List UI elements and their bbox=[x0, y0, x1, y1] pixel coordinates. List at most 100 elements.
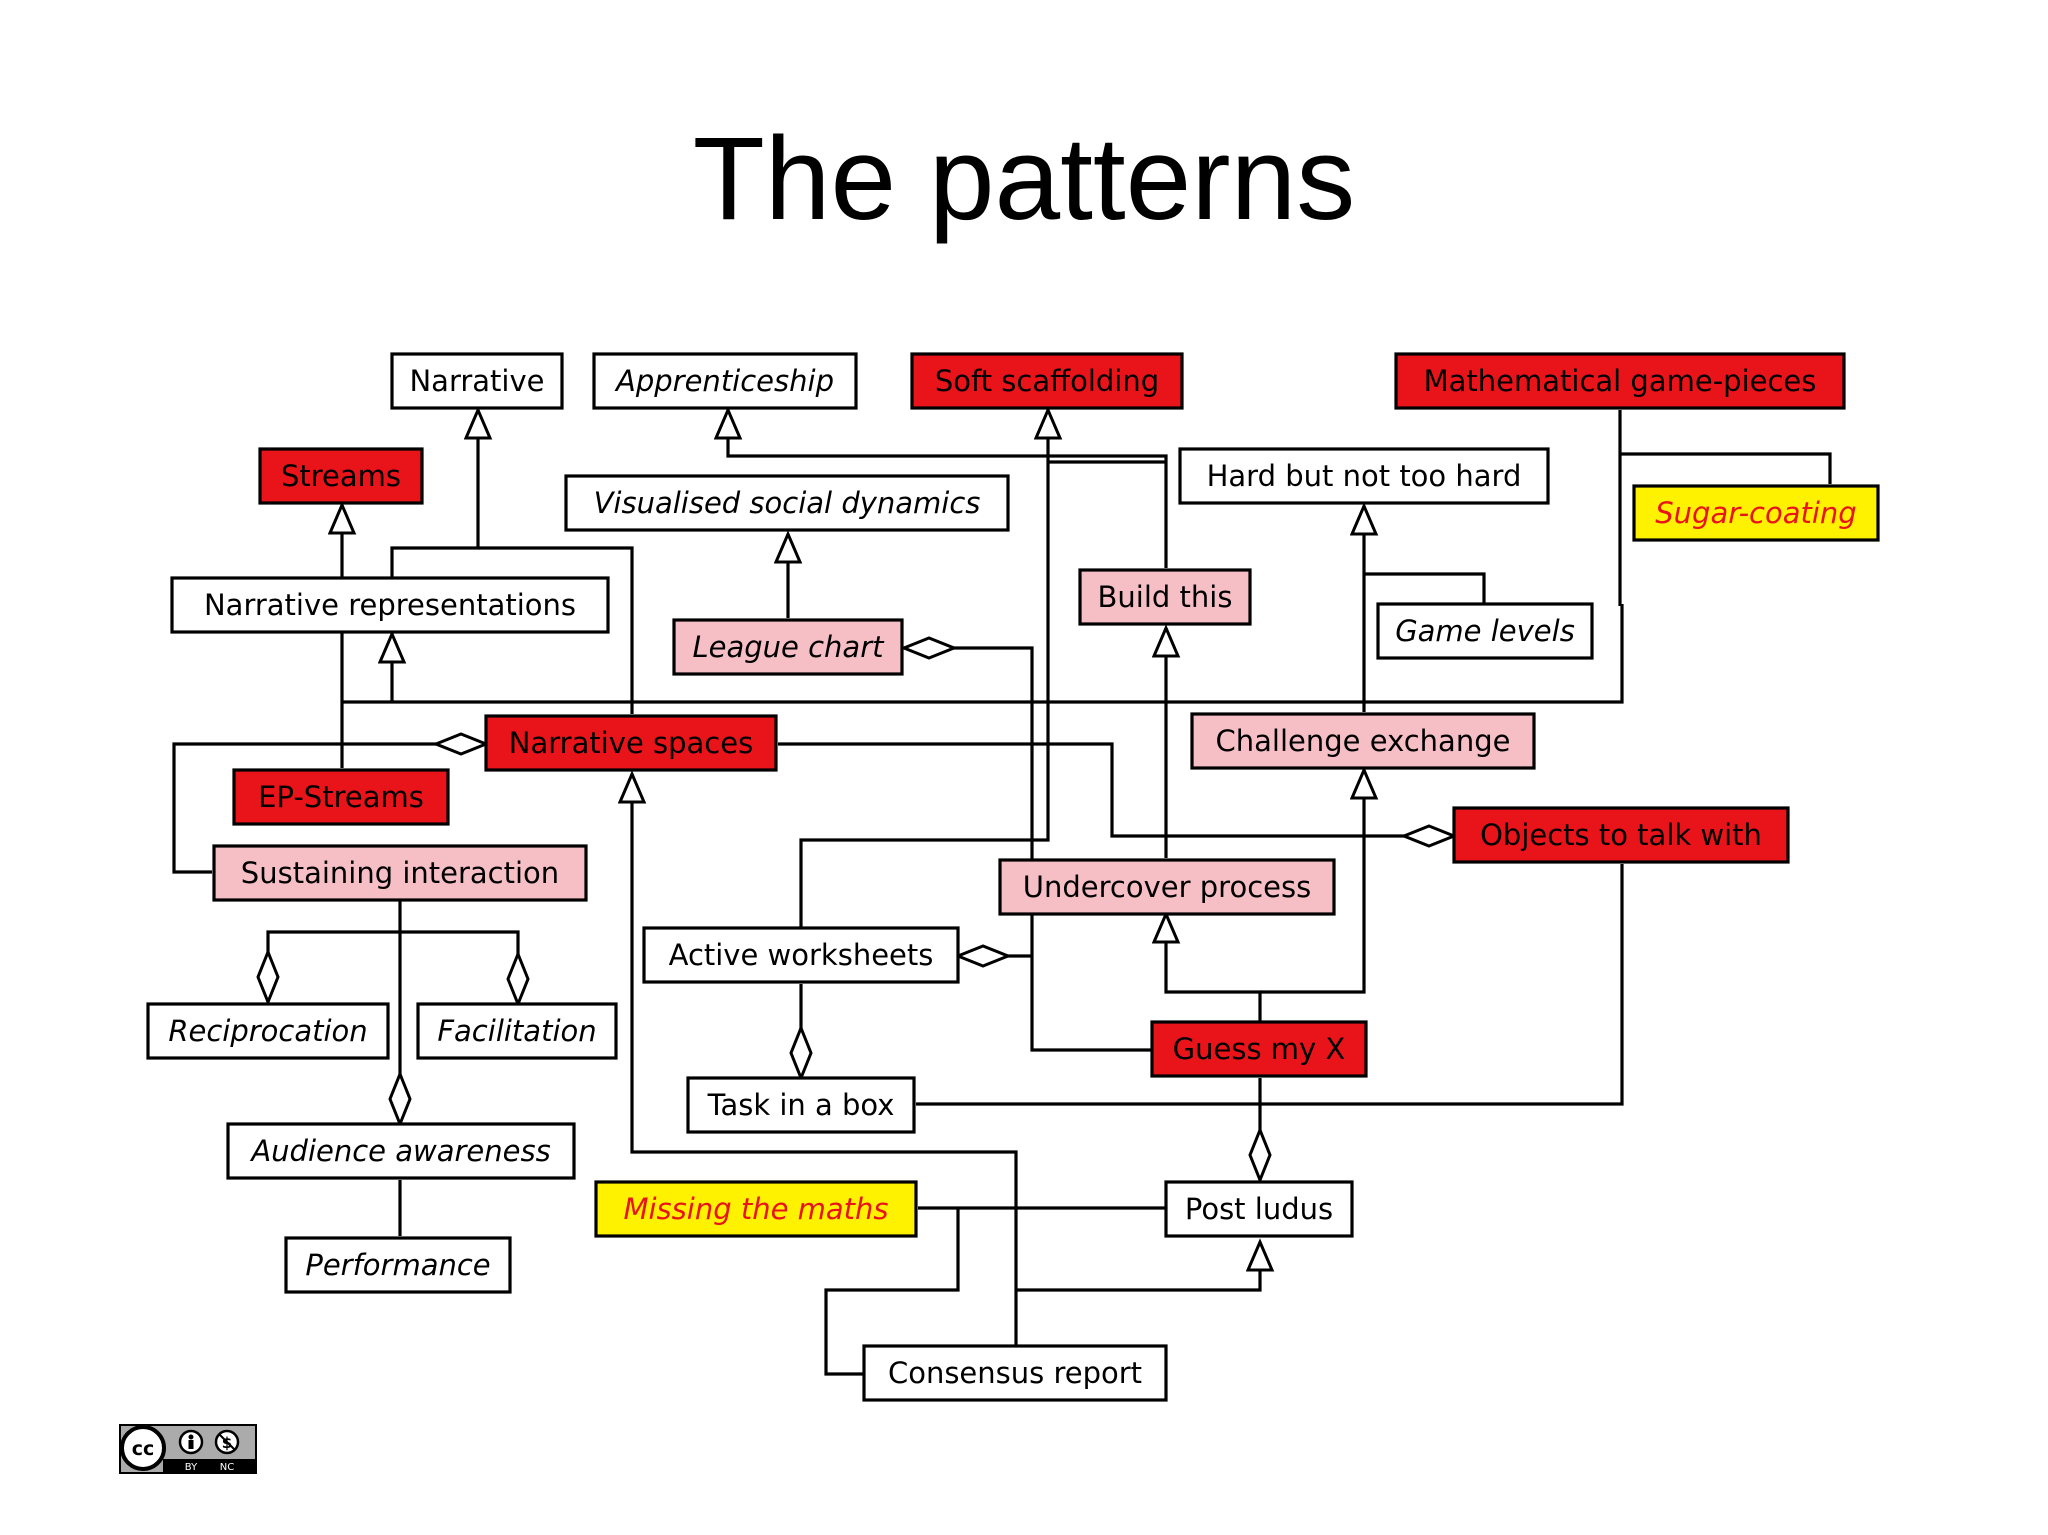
pattern-soft-scaffolding: Soft scaffolding bbox=[910, 352, 1184, 410]
pattern-apprenticeship: Apprenticeship bbox=[592, 352, 858, 410]
pattern-hard-but-not-too-hard: Hard but not too hard bbox=[1178, 447, 1550, 505]
pattern-objects-to-talk-with: Objects to talk with bbox=[1452, 806, 1790, 864]
pattern-streams: Streams bbox=[258, 447, 424, 505]
pattern-narrative-spaces: Narrative spaces bbox=[484, 714, 778, 772]
pattern-box bbox=[686, 1076, 916, 1134]
creative-commons-by-nc-icon: cc $ BY NC bbox=[119, 1424, 257, 1474]
pattern-box bbox=[1452, 806, 1790, 864]
pattern-guess-my-x: Guess my X bbox=[1150, 1020, 1368, 1078]
edge-consensus-branch bbox=[824, 1208, 960, 1376]
pattern-consensus-report: Consensus report bbox=[862, 1344, 1168, 1402]
pattern-label: Audience awareness bbox=[249, 1134, 550, 1168]
pattern-label: Build this bbox=[1098, 580, 1233, 614]
pattern-box bbox=[416, 1002, 618, 1060]
edge-guess-my-x-to-undercover bbox=[1166, 914, 1262, 1022]
pattern-label: Reciprocation bbox=[168, 1014, 367, 1048]
pattern-label: Streams bbox=[281, 459, 401, 493]
pattern-box bbox=[146, 1002, 390, 1060]
pattern-label: Guess my X bbox=[1173, 1032, 1346, 1066]
pattern-visualised-social-dynamics: Visualised social dynamics bbox=[564, 474, 1010, 532]
pattern-post-ludus: Post ludus bbox=[1164, 1180, 1354, 1238]
pattern-label: Sugar-coating bbox=[1655, 496, 1856, 530]
pattern-active-worksheets: Active worksheets bbox=[642, 926, 960, 984]
pattern-label: Soft scaffolding bbox=[935, 364, 1159, 398]
pattern-label: Consensus report bbox=[888, 1356, 1142, 1390]
pattern-box bbox=[258, 447, 424, 505]
pattern-box bbox=[1376, 602, 1594, 660]
pattern-challenge-exchange: Challenge exchange bbox=[1190, 712, 1536, 770]
edge-sustaining-to-narrative-spaces bbox=[172, 744, 486, 874]
pattern-box bbox=[226, 1122, 576, 1180]
pattern-label: Narrative spaces bbox=[509, 726, 753, 760]
pattern-label: EP-Streams bbox=[258, 780, 424, 814]
pattern-box bbox=[390, 352, 564, 410]
pattern-league-chart: League chart bbox=[672, 618, 904, 676]
edge-active-worksheets-to-soft-scaffolding bbox=[799, 410, 1048, 936]
pattern-box bbox=[1178, 447, 1550, 505]
pattern-label: League chart bbox=[692, 630, 885, 664]
pattern-math-game-pieces: Mathematical game-pieces bbox=[1394, 352, 1846, 410]
pattern-label: Apprenticeship bbox=[614, 364, 834, 398]
pattern-label: Hard but not too hard bbox=[1207, 459, 1522, 493]
pattern-performance: Performance bbox=[284, 1236, 512, 1294]
pattern-label: Task in a box bbox=[707, 1088, 895, 1122]
pattern-box bbox=[642, 926, 960, 984]
license-by-label: BY bbox=[185, 1462, 198, 1473]
pattern-box bbox=[592, 352, 858, 410]
connector-lines bbox=[172, 410, 1832, 1376]
pattern-label: Narrative bbox=[409, 364, 544, 398]
edge-main-bus bbox=[342, 604, 1624, 704]
pattern-box bbox=[1150, 1020, 1368, 1078]
pattern-box bbox=[284, 1236, 512, 1294]
pattern-missing-the-maths: Missing the maths bbox=[594, 1180, 918, 1238]
pattern-ep-streams: EP-Streams bbox=[232, 768, 450, 826]
pattern-label: Sustaining interaction bbox=[241, 856, 559, 890]
edge-game-levels-to-hard bbox=[1364, 572, 1486, 604]
pattern-box bbox=[1164, 1180, 1354, 1238]
pattern-build-this: Build this bbox=[1078, 568, 1252, 626]
edge-narrative-representations-to-narrative bbox=[390, 410, 478, 598]
pattern-box bbox=[1078, 568, 1252, 626]
pattern-sustaining-interaction: Sustaining interaction bbox=[212, 844, 588, 902]
edge-narrative-spaces-descendants bbox=[630, 1094, 1018, 1370]
edge-narrative-spaces-to-narrative-representations bbox=[478, 546, 634, 714]
edge-narrative-spaces-to-objects bbox=[778, 742, 1454, 836]
pattern-label: Post ludus bbox=[1185, 1192, 1333, 1226]
edge-sustaining-to-facilitation bbox=[400, 930, 518, 1004]
pattern-box bbox=[910, 352, 1184, 410]
pattern-audience-awareness: Audience awareness bbox=[226, 1122, 576, 1180]
pattern-label: Facilitation bbox=[437, 1014, 596, 1048]
pattern-task-in-a-box: Task in a box bbox=[686, 1076, 916, 1134]
pattern-label: Missing the maths bbox=[623, 1192, 888, 1226]
edge-post-ludus-group bbox=[1016, 1242, 1260, 1292]
pattern-box bbox=[998, 858, 1336, 916]
pattern-sugar-coating: Sugar-coating bbox=[1632, 484, 1880, 542]
edge-math-to-sugar bbox=[1620, 452, 1832, 484]
pattern-narrative: Narrative bbox=[390, 352, 564, 410]
pattern-box bbox=[1190, 712, 1536, 770]
pattern-label: Undercover process bbox=[1023, 870, 1311, 904]
pattern-game-levels: Game levels bbox=[1376, 602, 1594, 660]
pattern-label: Objects to talk with bbox=[1480, 818, 1762, 852]
edge-objects-to-task-in-a-box bbox=[916, 864, 1624, 1106]
edge-sustaining-split bbox=[268, 900, 402, 1002]
pattern-label: Performance bbox=[305, 1248, 490, 1282]
pattern-box bbox=[170, 576, 610, 634]
pattern-box bbox=[212, 844, 588, 902]
pattern-box bbox=[1632, 484, 1880, 542]
pattern-reciprocation: Reciprocation bbox=[146, 1002, 390, 1060]
svg-text:cc: cc bbox=[132, 1438, 155, 1460]
pattern-narrative-representations: Narrative representations bbox=[170, 576, 610, 634]
pattern-box bbox=[1394, 352, 1846, 410]
pattern-box bbox=[672, 618, 904, 676]
pattern-box bbox=[484, 714, 778, 772]
edge-build-this-to-apprenticeship bbox=[728, 410, 1168, 568]
pattern-box bbox=[232, 768, 450, 826]
pattern-box bbox=[594, 1180, 918, 1238]
pattern-label: Narrative representations bbox=[204, 588, 576, 622]
edge-guess-my-x-to-challenge bbox=[1260, 770, 1364, 994]
edge-guess-my-x-to-league-chart bbox=[904, 648, 1152, 1052]
